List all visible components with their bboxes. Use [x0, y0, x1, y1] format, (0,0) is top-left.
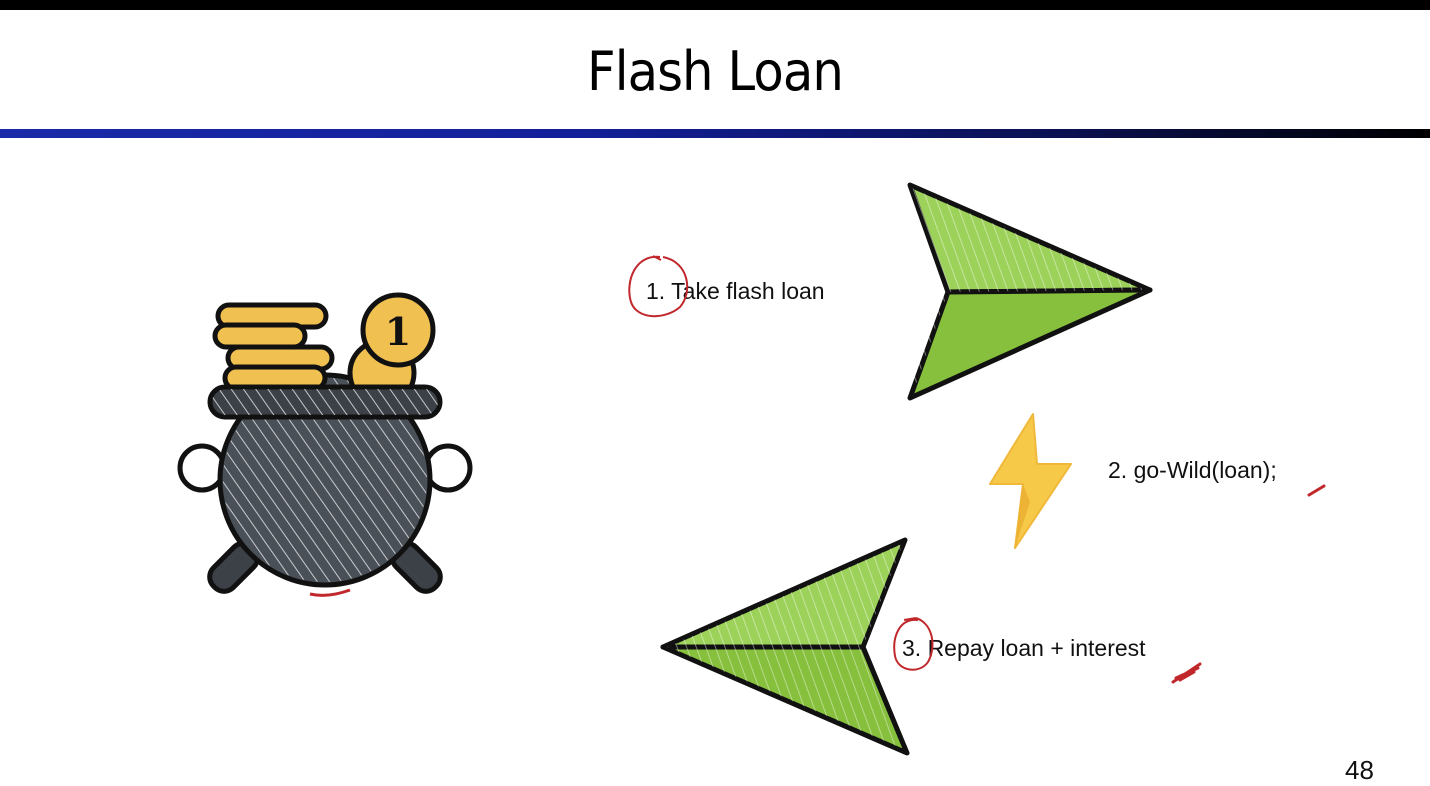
step-2-label: 2. go-Wild(loan);: [1108, 457, 1277, 483]
pot-of-gold-icon: 1: [177, 292, 473, 597]
annotation-circle-1: [628, 255, 689, 318]
slide-title: Flash Loan: [587, 40, 844, 103]
coin-label: 1: [385, 309, 411, 354]
annotation-circle-3: [893, 617, 934, 671]
step-3-label: 3. Repay loan + interest: [902, 635, 1146, 661]
step-1-label: 1. Take flash loan: [646, 278, 825, 304]
title-divider: [0, 129, 1430, 138]
paper-plane-right-icon: [907, 182, 1153, 401]
paper-plane-left-icon: [660, 537, 910, 756]
lightning-bolt-icon: [989, 413, 1072, 549]
top-border: [0, 0, 1430, 10]
page-number: 48: [1345, 755, 1374, 785]
annotation-tick-2: [1307, 484, 1326, 497]
annotation-tick-3: [1171, 662, 1202, 684]
